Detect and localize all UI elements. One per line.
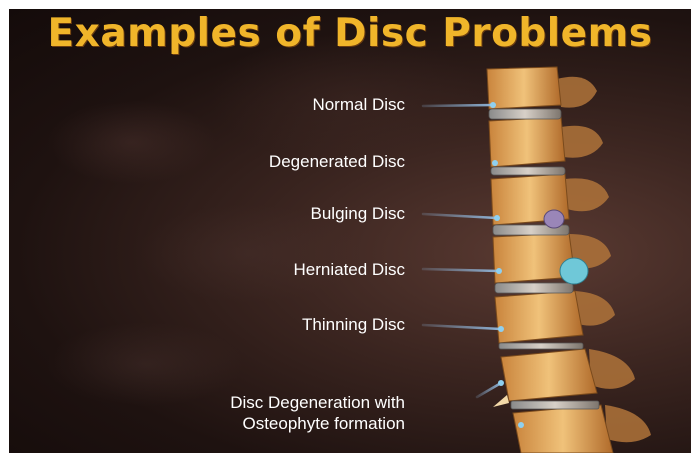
pointer-osteophyte-upper xyxy=(477,383,501,397)
pointer-bulging-disc xyxy=(423,214,497,218)
pointer-normal-disc xyxy=(423,105,493,106)
label-normal-disc: Normal Disc xyxy=(312,94,405,115)
page-title: Examples of Disc Problems xyxy=(9,11,691,56)
label-bulging-disc: Bulging Disc xyxy=(311,203,406,224)
disc-degenerated xyxy=(491,167,565,175)
pointer-herniated-disc xyxy=(423,269,499,271)
label-degenerated-disc: Degenerated Disc xyxy=(269,151,405,172)
pointer-thinning-disc xyxy=(423,325,501,329)
disc-herniated xyxy=(495,283,573,293)
disc-osteophyte xyxy=(511,401,599,409)
label-osteophyte-line2: Osteophyte formation xyxy=(242,413,405,434)
label-osteophyte-line1: Disc Degeneration with xyxy=(230,392,405,413)
label-thinning-disc: Thinning Disc xyxy=(302,314,405,335)
osteophyte-spur xyxy=(493,395,509,407)
herniation-marker xyxy=(560,258,588,284)
label-herniated-disc: Herniated Disc xyxy=(294,259,406,280)
disc-thinning xyxy=(499,343,583,349)
spine-illustration xyxy=(9,9,691,453)
disc-normal xyxy=(489,109,561,119)
bulge-marker xyxy=(544,210,564,228)
diagram-canvas: Examples of Disc Problems Normal Disc De… xyxy=(9,9,691,453)
